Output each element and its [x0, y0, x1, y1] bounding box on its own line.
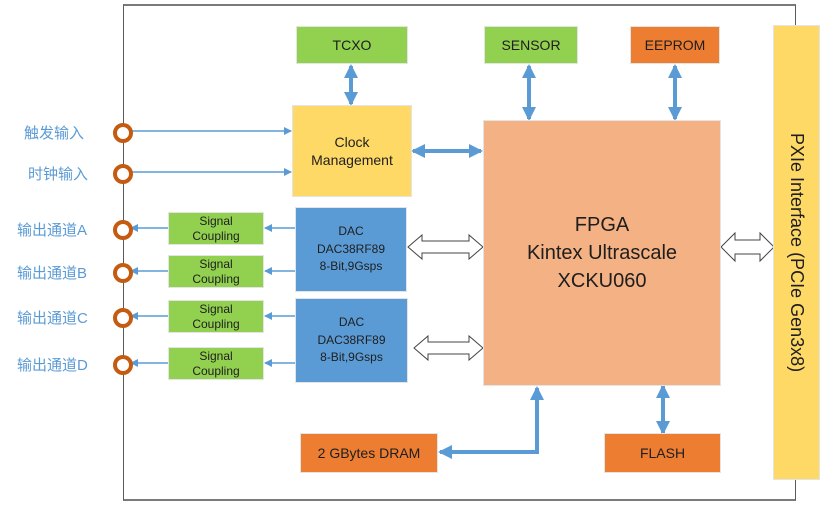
output-b-label: 输出通道B	[17, 265, 88, 282]
sensor-block: SENSOR	[484, 26, 578, 64]
signal-coupling-c: Signal Coupling	[168, 300, 264, 333]
fpga-block: FPGA Kintex Ultrascale XCKU060	[483, 120, 721, 386]
coupling-label-line2: Coupling	[192, 228, 240, 243]
flash-block: FLASH	[604, 433, 721, 473]
dac1-label-line1: DAC	[338, 224, 364, 239]
output-c-port[interactable]	[113, 308, 133, 328]
signal-coupling-a: Signal Coupling	[168, 212, 264, 245]
dac2-label-line1: DAC	[338, 315, 365, 330]
fpga-label-line3: XCKU060	[557, 270, 647, 292]
coupling-label-line1: Signal	[199, 348, 233, 363]
output-a-port[interactable]	[113, 220, 133, 240]
dac1-label-line3: 8-Bit,9Gsps	[319, 259, 383, 274]
coupling-label-line1: Signal	[199, 213, 233, 228]
clock-label-line2: Management	[311, 152, 393, 168]
output-c-label: 输出通道C	[17, 310, 88, 327]
coupling-label-line1: Signal	[199, 256, 233, 271]
tcxo-block: TCXO	[296, 26, 408, 64]
fpga-label-line2: Kintex Ultrascale	[526, 242, 678, 264]
trigger-input-label: 触发输入	[24, 125, 85, 142]
pxie-label: PXIe Interface (PCIe Gen3x8)	[787, 132, 808, 373]
signal-coupling-b: Signal Coupling	[168, 255, 264, 288]
eeprom-block: EEPROM	[630, 26, 720, 64]
clock-management-block: Clock Management	[292, 105, 412, 197]
coupling-label-line2: Coupling	[192, 271, 240, 286]
signal-coupling-d: Signal Coupling	[168, 347, 264, 380]
clock-label-line1: Clock	[334, 133, 370, 150]
dac-block-2: DAC DAC38RF89 8-Bit,9Gsps	[295, 298, 408, 383]
output-d-port[interactable]	[113, 355, 133, 375]
clock-input-label: 时钟输入	[28, 166, 89, 183]
dac2-label-line3: 8-Bit,9Gsps	[320, 350, 383, 365]
flash-label: FLASH	[639, 444, 686, 461]
output-a-label: 输出通道A	[17, 222, 88, 239]
pxie-interface-block: PXIe Interface (PCIe Gen3x8)	[773, 25, 820, 480]
dac2-label-line2: DAC38RF89	[317, 332, 386, 347]
coupling-label-line1: Signal	[199, 301, 233, 316]
output-d-label: 输出通道D	[17, 357, 88, 374]
sensor-label: SENSOR	[501, 36, 561, 53]
clock-input-port[interactable]	[113, 164, 133, 184]
eeprom-label: EEPROM	[644, 36, 706, 53]
coupling-label-line2: Coupling	[192, 363, 240, 378]
fpga-label-line1: FPGA	[574, 214, 630, 236]
dac1-label-line2: DAC38RF89	[316, 241, 386, 256]
tcxo-label: TCXO	[332, 36, 372, 53]
dac-block-1: DAC DAC38RF89 8-Bit,9Gsps	[295, 207, 407, 292]
dram-label: 2 GBytes DRAM	[317, 444, 421, 461]
trigger-input-port[interactable]	[113, 123, 133, 143]
dram-block: 2 GBytes DRAM	[300, 433, 438, 473]
coupling-label-line2: Coupling	[192, 316, 240, 331]
output-b-port[interactable]	[113, 263, 133, 283]
